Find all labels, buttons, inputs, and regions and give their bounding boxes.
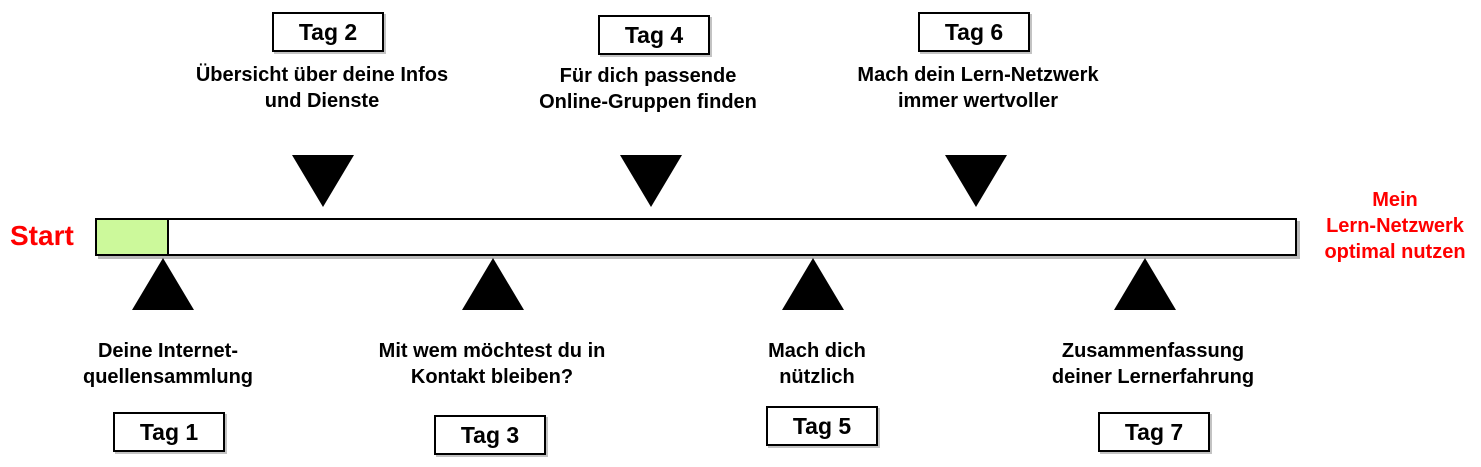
description-day-7: Zusammenfassung deiner Lernerfahrung: [993, 338, 1313, 390]
tag-box-day-6: Tag 6: [918, 12, 1030, 52]
end-label-line-3: optimal nutzen: [1324, 241, 1466, 263]
description-day-1-line-2: quellensammlung: [82, 366, 254, 388]
arrow-up-day-5: [782, 258, 844, 310]
end-label: Mein Lern-Netzwerk optimal nutzen: [1312, 187, 1478, 265]
description-day-4: Für dich passende Online-Gruppen finden: [488, 63, 808, 115]
description-day-3-line-1: Mit wem möchtest du in: [378, 340, 606, 362]
description-day-5: Mach dich nützlich: [657, 338, 977, 390]
description-day-1: Deine Internet- quellensammlung: [8, 338, 328, 390]
arrow-down-day-2: [292, 155, 354, 207]
description-day-7-line-2: deiner Lernerfahrung: [1051, 366, 1255, 388]
arrow-up-day-3: [462, 258, 524, 310]
tag-box-day-3: Tag 3: [434, 415, 546, 455]
start-label: Start: [10, 220, 74, 251]
tag-label-day-3: Tag 3: [460, 421, 520, 448]
timeline-bar: [95, 218, 1297, 256]
tag-label-day-5: Tag 5: [792, 412, 852, 439]
description-day-6-line-2: immer wertvoller: [897, 90, 1059, 112]
description-day-5-line-1: Mach dich: [768, 340, 866, 362]
tag-label-day-1: Tag 1: [139, 418, 199, 445]
arrow-up-day-7: [1114, 258, 1176, 310]
tag-box-day-7: Tag 7: [1098, 412, 1210, 452]
arrow-down-day-6: [945, 155, 1007, 207]
tag-box-day-2: Tag 2: [272, 12, 384, 52]
tag-label-day-2: Tag 2: [298, 18, 358, 45]
timeline-start-segment: [97, 220, 169, 254]
description-day-1-line-1: Deine Internet-: [97, 340, 239, 362]
end-label-line-2: Lern-Netzwerk: [1326, 215, 1464, 237]
description-day-5-line-2: nützlich: [779, 366, 855, 388]
description-day-6: Mach dein Lern-Netzwerk immer wertvoller: [818, 62, 1138, 114]
description-day-7-line-1: Zusammenfassung: [1061, 340, 1245, 362]
description-day-2: Übersicht über deine Infos und Dienste: [162, 62, 482, 114]
description-day-4-line-1: Für dich passende: [559, 65, 737, 87]
description-day-2-line-2: und Dienste: [264, 90, 380, 112]
tag-box-day-5: Tag 5: [766, 406, 878, 446]
description-day-3: Mit wem möchtest du in Kontakt bleiben?: [332, 338, 652, 390]
tag-label-day-4: Tag 4: [624, 21, 684, 48]
tag-label-day-6: Tag 6: [944, 18, 1004, 45]
arrow-up-day-1: [132, 258, 194, 310]
description-day-2-line-1: Übersicht über deine Infos: [195, 64, 449, 86]
tag-box-day-1: Tag 1: [113, 412, 225, 452]
tag-label-day-7: Tag 7: [1124, 418, 1184, 445]
end-label-line-1: Mein: [1372, 189, 1418, 211]
description-day-4-line-2: Online-Gruppen finden: [539, 91, 757, 113]
description-day-6-line-1: Mach dein Lern-Netzwerk: [857, 64, 1099, 86]
tag-box-day-4: Tag 4: [598, 15, 710, 55]
description-day-3-line-2: Kontakt bleiben?: [410, 366, 574, 388]
arrow-down-day-4: [620, 155, 682, 207]
